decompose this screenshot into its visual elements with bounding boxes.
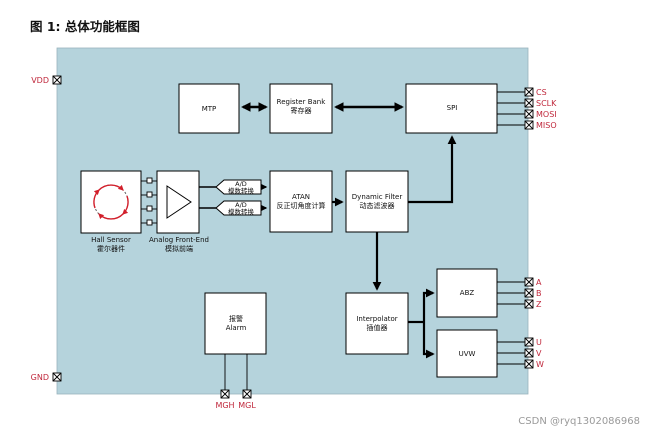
spi-pin-lines <box>497 91 525 126</box>
adc-bottom-label-zh: 模数转换 <box>228 207 255 216</box>
alarm-label-en: Alarm <box>226 324 247 332</box>
atan-block: ATAN 反正切角度计算 <box>269 170 333 233</box>
hall-arrow-icon <box>122 195 129 215</box>
encoder-pin-lines <box>497 281 525 365</box>
pin-miso: MISO <box>524 120 557 130</box>
pin-gnd: GND <box>31 372 62 382</box>
pin-label-gnd: GND <box>31 373 49 382</box>
afe-block: Analog Front-End 模拟前端 <box>149 170 209 253</box>
pin-label-u: U <box>536 338 542 347</box>
pin-vdd: VDD <box>31 75 62 85</box>
pin-v: V <box>524 348 542 358</box>
abz-label: ABZ <box>460 289 475 297</box>
interpolator-block: Interpolator 插值器 <box>345 292 409 355</box>
afe-label-en: Analog Front-End <box>149 236 209 244</box>
pin-sclk: SCLK <box>524 98 557 108</box>
mtp-label: MTP <box>202 105 217 113</box>
pin-label-mgl: MGL <box>238 401 256 410</box>
pin-mosi: MOSI <box>524 109 557 119</box>
atan-label-en: ATAN <box>292 193 310 201</box>
pin-label-mosi: MOSI <box>536 110 557 119</box>
hall-afe-connectors <box>141 177 157 226</box>
filter-spi-arrow <box>408 135 457 204</box>
filter-label-zh: 动态滤波器 <box>360 201 395 210</box>
interp-uvw-arrow <box>422 322 435 359</box>
pin-u: U <box>524 337 542 347</box>
abz-block: ABZ <box>436 268 498 318</box>
hall-sensor-block: Hall Sensor 霍尔器件 <box>80 170 142 253</box>
interp-abz-arrow <box>422 288 435 322</box>
hall-arrow-icon <box>98 213 124 220</box>
register-bank-label-zh: 寄存器 <box>291 106 312 115</box>
hall-sensor-label-en: Hall Sensor <box>91 236 131 244</box>
pin-mgl: MGL <box>238 389 256 410</box>
pin-w: W <box>524 359 544 369</box>
adc-top-label-en: A/D <box>235 180 247 188</box>
pin-label-b: B <box>536 289 542 298</box>
register-bank-block: Register Bank 寄存器 <box>269 83 333 134</box>
pin-label-vdd: VDD <box>31 76 49 85</box>
pin-mgh: MGH <box>215 389 235 410</box>
interp-label-en: Interpolator <box>356 315 397 323</box>
adc-bottom-block: A/D 模数转换 <box>215 200 262 216</box>
pin-b: B <box>524 288 542 298</box>
dynamic-filter-block: Dynamic Filter 动态滤波器 <box>345 170 409 233</box>
interp-label-zh: 插值器 <box>367 323 388 332</box>
adc-top-label-zh: 模数转换 <box>228 186 255 195</box>
afe-adc-lines <box>199 186 216 209</box>
pin-label-miso: MISO <box>536 121 557 130</box>
pin-label-w: W <box>536 360 544 369</box>
register-bank-label-en: Register Bank <box>277 98 327 106</box>
pin-a: A <box>524 277 542 287</box>
pin-label-a: A <box>536 278 542 287</box>
filter-label-en: Dynamic Filter <box>352 193 403 201</box>
pin-label-v: V <box>536 349 542 358</box>
hall-arrow-icon <box>93 189 100 209</box>
alarm-label-zh: 报警 <box>229 314 243 323</box>
adc-bottom-label-en: A/D <box>235 201 247 209</box>
uvw-block: UVW <box>436 329 498 378</box>
hall-sensor-label-zh: 霍尔器件 <box>97 244 125 253</box>
hall-arrow-icon <box>98 184 124 191</box>
pin-label-sclk: SCLK <box>536 99 557 108</box>
spi-block: SPI <box>405 83 498 134</box>
alarm-pin-lines <box>224 354 248 390</box>
uvw-label: UVW <box>459 350 476 358</box>
pin-cs: CS <box>524 87 547 97</box>
pin-z: Z <box>524 299 542 309</box>
pin-label-z: Z <box>536 300 542 309</box>
afe-label-zh: 模拟前端 <box>165 244 193 253</box>
amplifier-icon <box>166 185 192 219</box>
adc-top-block: A/D 模数转换 <box>215 179 262 195</box>
figure-title: 图 1: 总体功能框图 <box>30 19 140 34</box>
mtp-block: MTP <box>178 83 240 134</box>
spi-label: SPI <box>447 104 458 112</box>
alarm-block: 报警 Alarm <box>204 292 267 355</box>
pin-label-cs: CS <box>536 88 547 97</box>
pin-label-mgh: MGH <box>215 401 234 410</box>
atan-label-zh: 反正切角度计算 <box>277 201 326 210</box>
watermark: CSDN @ryq1302086968 <box>518 416 640 427</box>
